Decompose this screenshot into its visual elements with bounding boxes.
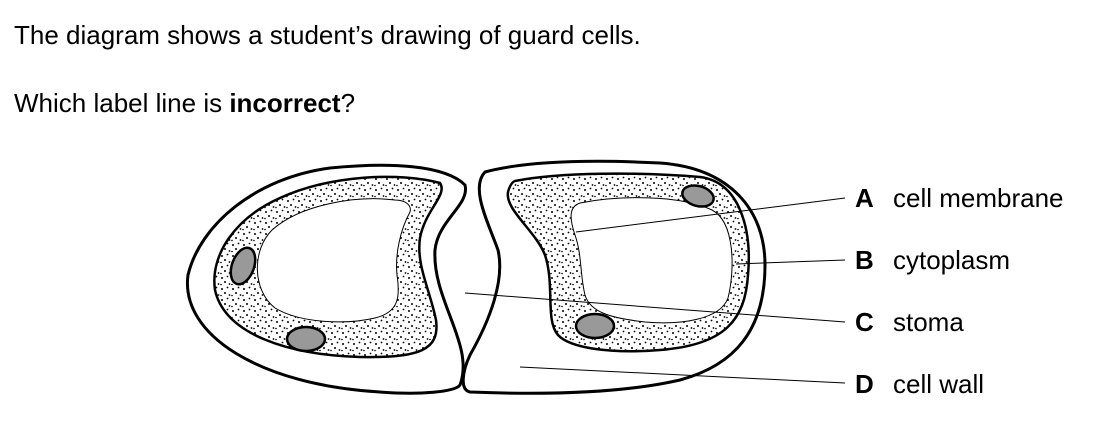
label-d-letter: D — [855, 369, 874, 399]
left-vacuole — [256, 198, 411, 323]
label-d-text: cell wall — [893, 369, 984, 399]
right-vacuole — [570, 197, 733, 324]
question-prefix: Which label line is — [14, 88, 230, 118]
question-suffix: ? — [340, 88, 356, 118]
label-a-text: cell membrane — [893, 183, 1064, 213]
label-line-c — [464, 292, 846, 323]
question-text: The diagram shows a student’s drawing of… — [14, 20, 641, 50]
label-a-letter: A — [855, 183, 874, 213]
right-chloroplast-1 — [681, 184, 715, 208]
question-line-2: Which label line is incorrect? — [14, 88, 355, 119]
left-chloroplast-2 — [285, 325, 327, 353]
question-line-1: The diagram shows a student’s drawing of… — [14, 20, 641, 51]
left-chloroplast-1 — [229, 246, 257, 286]
label-line-b — [735, 259, 846, 265]
label-b-letter: B — [855, 245, 874, 275]
label-c-letter: C — [855, 307, 874, 337]
label-line-d — [519, 366, 846, 384]
right-chloroplast-2 — [574, 312, 616, 340]
label-b-text: cytoplasm — [893, 245, 1010, 275]
question-emphasis: incorrect — [229, 88, 341, 118]
label-c-text: stoma — [893, 307, 964, 337]
label-line-a — [575, 197, 846, 233]
